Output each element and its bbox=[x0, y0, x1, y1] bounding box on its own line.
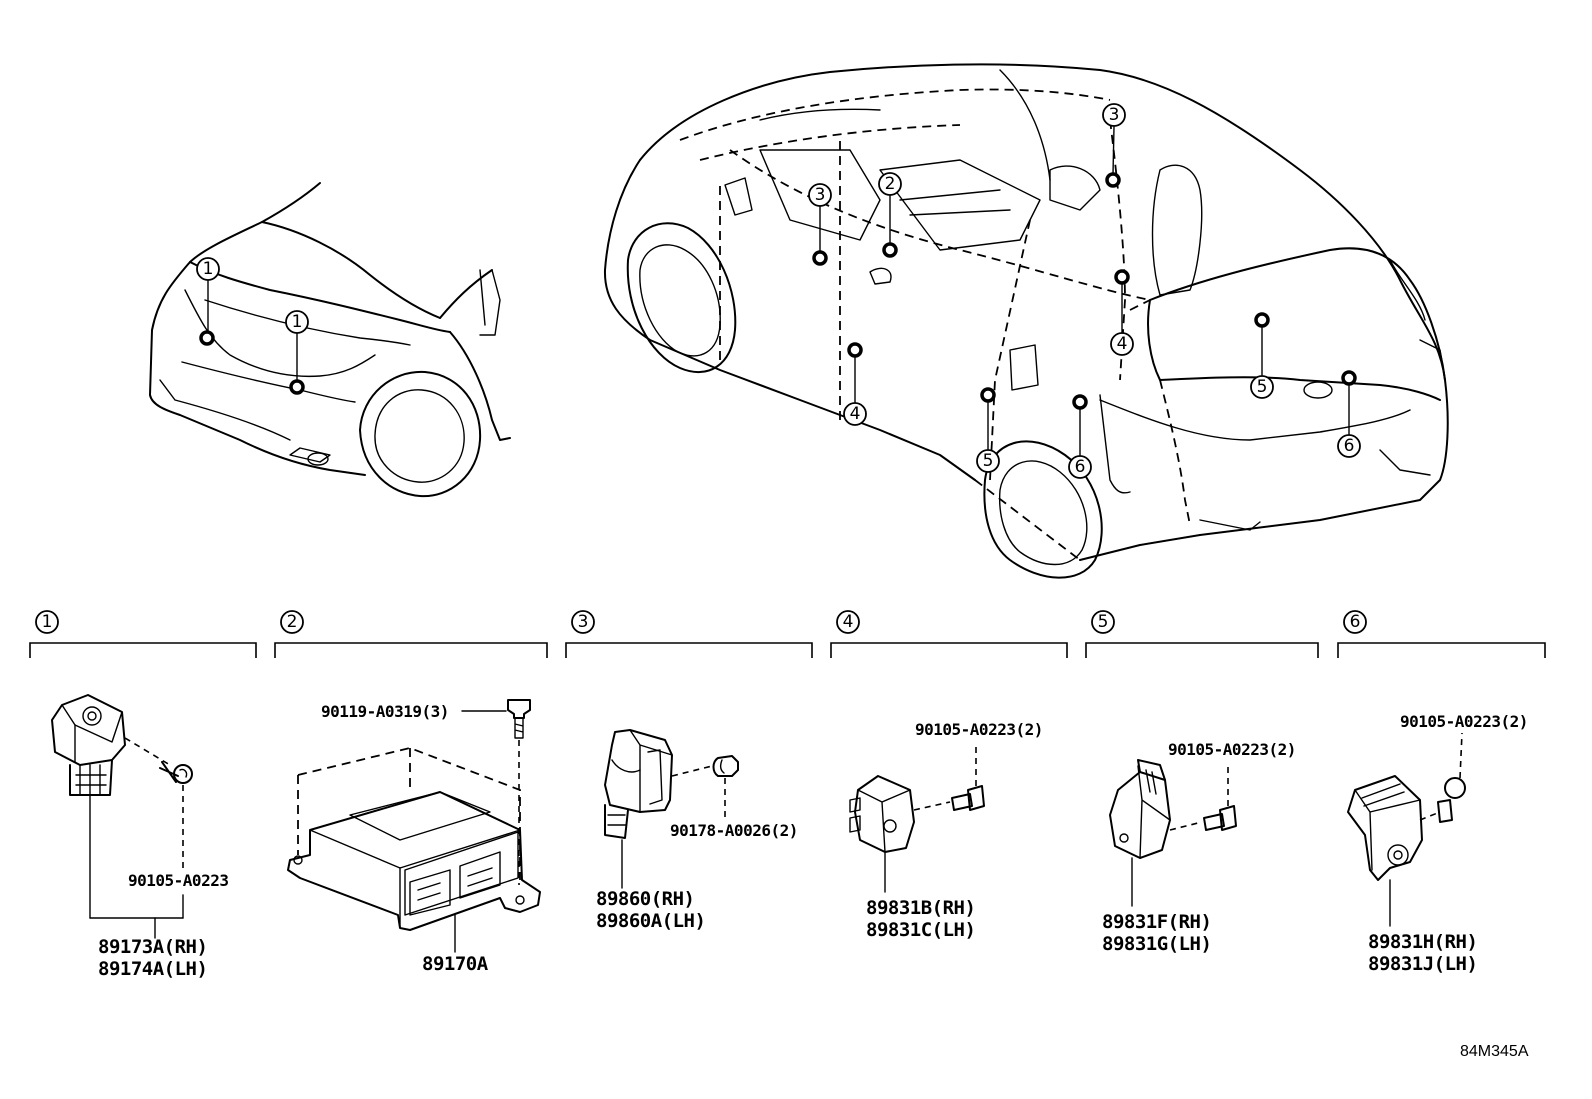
main-callout-5-right: 5 bbox=[1257, 377, 1268, 397]
group-5-side-sensor: 90105-A0223(2) 89831F(RH) 89831G(LH) bbox=[1102, 740, 1296, 955]
group-3-part-rh: 89860(RH) bbox=[596, 888, 694, 910]
section-1-number: 1 bbox=[42, 612, 53, 632]
group-4-part-rh: 89831B(RH) bbox=[866, 897, 975, 919]
group-5-part-lh: 89831G(LH) bbox=[1102, 933, 1211, 955]
section-headers: 1 2 3 4 5 6 bbox=[29, 610, 1546, 658]
group-6-part-lh: 89831J(LH) bbox=[1368, 953, 1477, 975]
group-3-fastener-label: 90178-A0026(2) bbox=[670, 821, 798, 840]
front-callout-1a: 1 bbox=[203, 259, 214, 279]
group-2-fastener-label: 90119-A0319(3) bbox=[321, 702, 449, 721]
group-1-part-rh: 89173A(RH) bbox=[98, 936, 207, 958]
group-4-side-sensor: 90105-A0223(2) 89831B(RH) 89831C(LH) bbox=[849, 720, 1043, 941]
group-6-part-rh: 89831H(RH) bbox=[1368, 931, 1477, 953]
group-3-side-sensor: 90178-A0026(2) 89860(RH) 89860A(LH) bbox=[596, 729, 798, 932]
section-4-number: 4 bbox=[843, 612, 854, 632]
main-callout-6-left: 6 bbox=[1075, 457, 1086, 477]
group-5-part-rh: 89831F(RH) bbox=[1102, 911, 1211, 933]
front-vehicle-view: 1 1 bbox=[149, 182, 511, 498]
group-4-part-lh: 89831C(LH) bbox=[866, 919, 975, 941]
main-vehicle-view: 3 2 3 4 4 5 5 6 6 bbox=[603, 63, 1449, 579]
front-callout-1b: 1 bbox=[292, 312, 303, 332]
section-6-number: 6 bbox=[1350, 612, 1361, 632]
main-callout-5-left: 5 bbox=[983, 451, 994, 471]
main-callout-4-right: 4 bbox=[1117, 334, 1128, 354]
main-callout-4-left: 4 bbox=[850, 404, 861, 424]
group-1-front-sensor: 90105-A0223 89173A(RH) 89174A(LH) bbox=[51, 694, 229, 980]
group-1-part-lh: 89174A(LH) bbox=[98, 958, 207, 980]
group-1-fastener-label: 90105-A0223 bbox=[128, 871, 228, 890]
main-callout-2: 2 bbox=[885, 174, 896, 194]
group-6-fastener-label: 90105-A0223(2) bbox=[1400, 712, 1528, 731]
section-3-number: 3 bbox=[578, 612, 589, 632]
group-2-airbag-ecu: 90119-A0319(3) 89170A bbox=[287, 699, 541, 975]
section-5-number: 5 bbox=[1098, 612, 1109, 632]
main-callout-6-right: 6 bbox=[1344, 436, 1355, 456]
section-2-number: 2 bbox=[287, 612, 298, 632]
diagram-reference-code: 84M345A bbox=[1460, 1043, 1529, 1060]
group-4-fastener-label: 90105-A0223(2) bbox=[915, 720, 1043, 739]
main-callout-3-rear: 3 bbox=[1109, 105, 1120, 125]
group-2-part-label: 89170A bbox=[422, 953, 489, 975]
group-3-part-lh: 89860A(LH) bbox=[596, 910, 705, 932]
main-callout-3-front: 3 bbox=[815, 185, 826, 205]
group-5-fastener-label: 90105-A0223(2) bbox=[1168, 740, 1296, 759]
group-6-rear-sensor: 90105-A0223(2) 89831H(RH) 89831J(LH) bbox=[1347, 712, 1528, 975]
